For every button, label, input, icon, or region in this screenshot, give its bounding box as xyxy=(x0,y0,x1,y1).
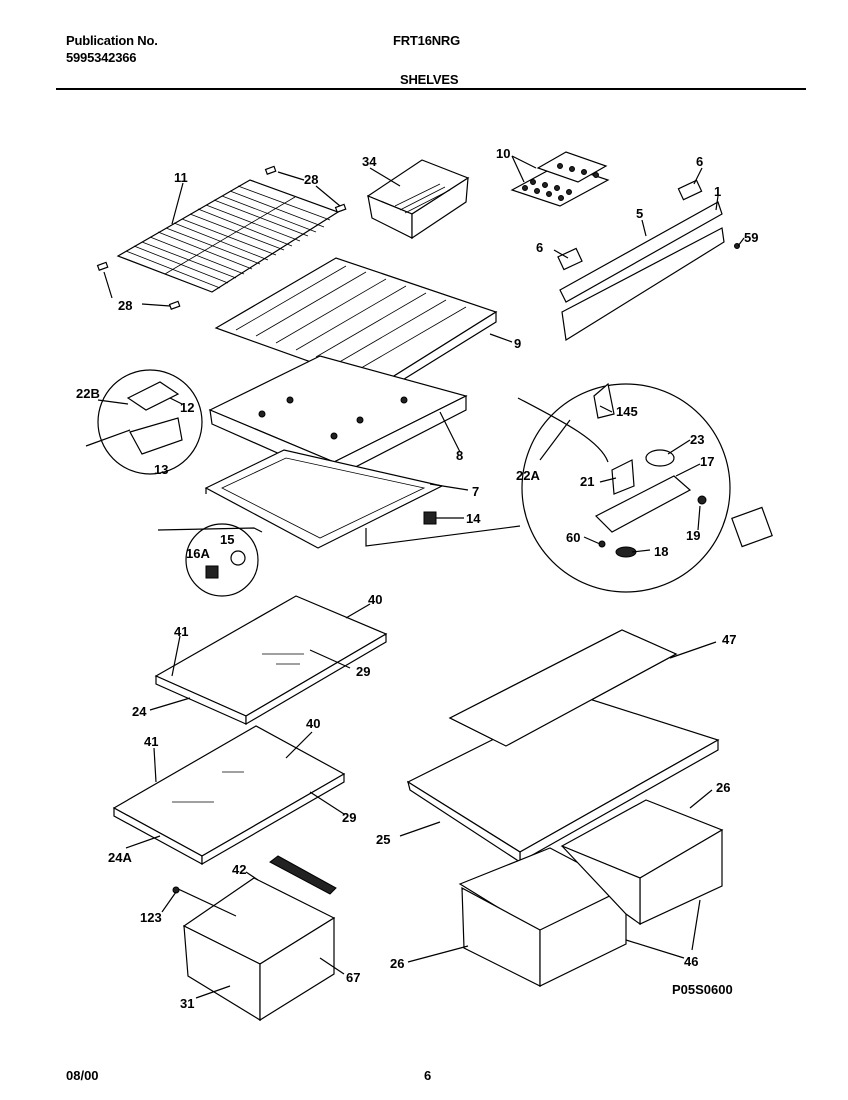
leader-line xyxy=(157,527,263,533)
callout-1: 1 xyxy=(714,184,721,199)
callout-46: 46 xyxy=(684,954,698,969)
control-housing-circle xyxy=(85,369,203,475)
callout-40: 40 xyxy=(368,592,382,607)
callout-123: 123 xyxy=(140,910,162,925)
callout-29: 29 xyxy=(342,810,356,825)
callout-59: 59 xyxy=(744,230,758,245)
callout-28: 28 xyxy=(304,172,318,187)
callout-47: 47 xyxy=(722,632,736,647)
callout-12: 12 xyxy=(180,400,194,415)
callout-9: 9 xyxy=(514,336,521,351)
callout-26: 26 xyxy=(716,780,730,795)
shelf-bottom-7 xyxy=(204,449,444,549)
page-number: 6 xyxy=(424,1068,432,1083)
egg-tray-10 xyxy=(510,151,610,207)
callout-16a: 16A xyxy=(186,546,210,561)
callout-leaders xyxy=(97,155,745,999)
callout-25: 25 xyxy=(376,832,390,847)
callout-15: 15 xyxy=(220,532,234,547)
glass-shelf-upper xyxy=(154,595,388,726)
callout-67: 67 xyxy=(346,970,360,985)
light-socket-14 xyxy=(423,511,437,525)
callout-60: 60 xyxy=(566,530,580,545)
callout-24a: 24A xyxy=(108,850,132,865)
callout-21: 21 xyxy=(580,474,594,489)
publication-label: Publication No. xyxy=(66,33,158,48)
callout-6: 6 xyxy=(536,240,543,255)
light-bulb-circle xyxy=(185,523,259,597)
leader-line xyxy=(365,525,521,547)
crisper-drawer-26 xyxy=(458,799,724,987)
glass-shelf-lower xyxy=(112,725,346,866)
callout-18: 18 xyxy=(654,544,668,559)
shelf-front-rail-5 xyxy=(557,179,740,341)
header-rule xyxy=(56,88,806,90)
callout-26: 26 xyxy=(390,956,404,971)
callout-28: 28 xyxy=(118,298,132,313)
callout-40: 40 xyxy=(306,716,320,731)
callout-145: 145 xyxy=(616,404,638,419)
shelf-frame-9 xyxy=(214,257,498,395)
control-assembly-circle xyxy=(517,382,773,593)
callout-7: 7 xyxy=(472,484,479,499)
callout-41: 41 xyxy=(174,624,188,639)
section-title: SHELVES xyxy=(400,72,459,87)
callout-23: 23 xyxy=(690,432,704,447)
callout-5: 5 xyxy=(636,206,643,221)
footer-date: 08/00 xyxy=(66,1068,99,1083)
wire-shelf-11 xyxy=(116,179,340,293)
callout-19: 19 xyxy=(686,528,700,543)
diagram-code: P05S0600 xyxy=(672,982,733,997)
callout-6: 6 xyxy=(696,154,703,169)
callout-13: 13 xyxy=(154,462,168,477)
publication-number: 5995342366 xyxy=(66,50,137,65)
callout-17: 17 xyxy=(700,454,714,469)
basket-34 xyxy=(366,159,470,240)
meat-drawer-31 xyxy=(172,855,337,1022)
model-number: FRT16NRG xyxy=(393,33,461,48)
callout-14: 14 xyxy=(466,511,481,526)
callout-24: 24 xyxy=(132,704,147,719)
callout-8: 8 xyxy=(456,448,463,463)
callout-31: 31 xyxy=(180,996,194,1011)
callout-41: 41 xyxy=(144,734,158,749)
callout-22b: 22B xyxy=(76,386,100,401)
callout-42: 42 xyxy=(232,862,246,877)
shelf-clip-28 xyxy=(96,165,347,310)
callout-10: 10 xyxy=(496,146,510,161)
callout-34: 34 xyxy=(362,154,377,169)
crisper-cover-glass-47 xyxy=(406,629,720,864)
callout-11: 11 xyxy=(174,170,188,185)
callout-29: 29 xyxy=(356,664,370,679)
callout-22a: 22A xyxy=(516,468,540,483)
shelf-tray-8 xyxy=(208,355,468,479)
